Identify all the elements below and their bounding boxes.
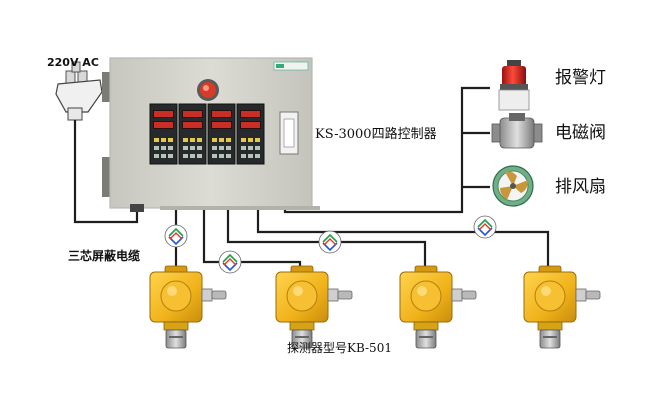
- cable-label: 三芯屏蔽电缆: [68, 248, 140, 263]
- indicator-lamp-icon: [197, 79, 219, 101]
- alarm-light-label: 报警灯: [555, 68, 606, 88]
- controller-model-label: KS-3000四路控制器: [315, 126, 437, 142]
- cable-marker-icon: [164, 224, 188, 248]
- exhaust-fan-label: 排风扇: [555, 177, 606, 197]
- cable-marker-icon: [218, 250, 242, 274]
- gas-detector-icon: [399, 265, 477, 349]
- solenoid-valve-label: 电磁阀: [555, 123, 606, 143]
- power-switch: [279, 111, 299, 155]
- cable-marker-icon: [473, 215, 497, 239]
- channel-module: [178, 103, 207, 165]
- gas-detectors: [149, 265, 601, 349]
- exhaust-fan-icon: [492, 165, 534, 207]
- output-wires: [283, 86, 490, 214]
- channel-module: [207, 103, 236, 165]
- gas-detector-icon: [149, 265, 227, 349]
- cable-marker-icon: [318, 230, 342, 254]
- power-plug-icon: [55, 61, 103, 121]
- channel-module: [236, 103, 265, 165]
- alarm-light-icon: [498, 60, 530, 111]
- gas-detector-icon: [275, 265, 353, 349]
- sensor-model-label: 探测器型号KB-501: [287, 341, 392, 355]
- channel-modules: [149, 103, 265, 165]
- solenoid-valve-icon: [491, 113, 543, 149]
- gas-detector-icon: [523, 265, 601, 349]
- nameplate: [273, 61, 309, 71]
- power-label: 220V AC: [47, 56, 99, 69]
- power-cable: [73, 120, 139, 224]
- cable-markers: [164, 215, 497, 274]
- channel-module: [149, 103, 178, 165]
